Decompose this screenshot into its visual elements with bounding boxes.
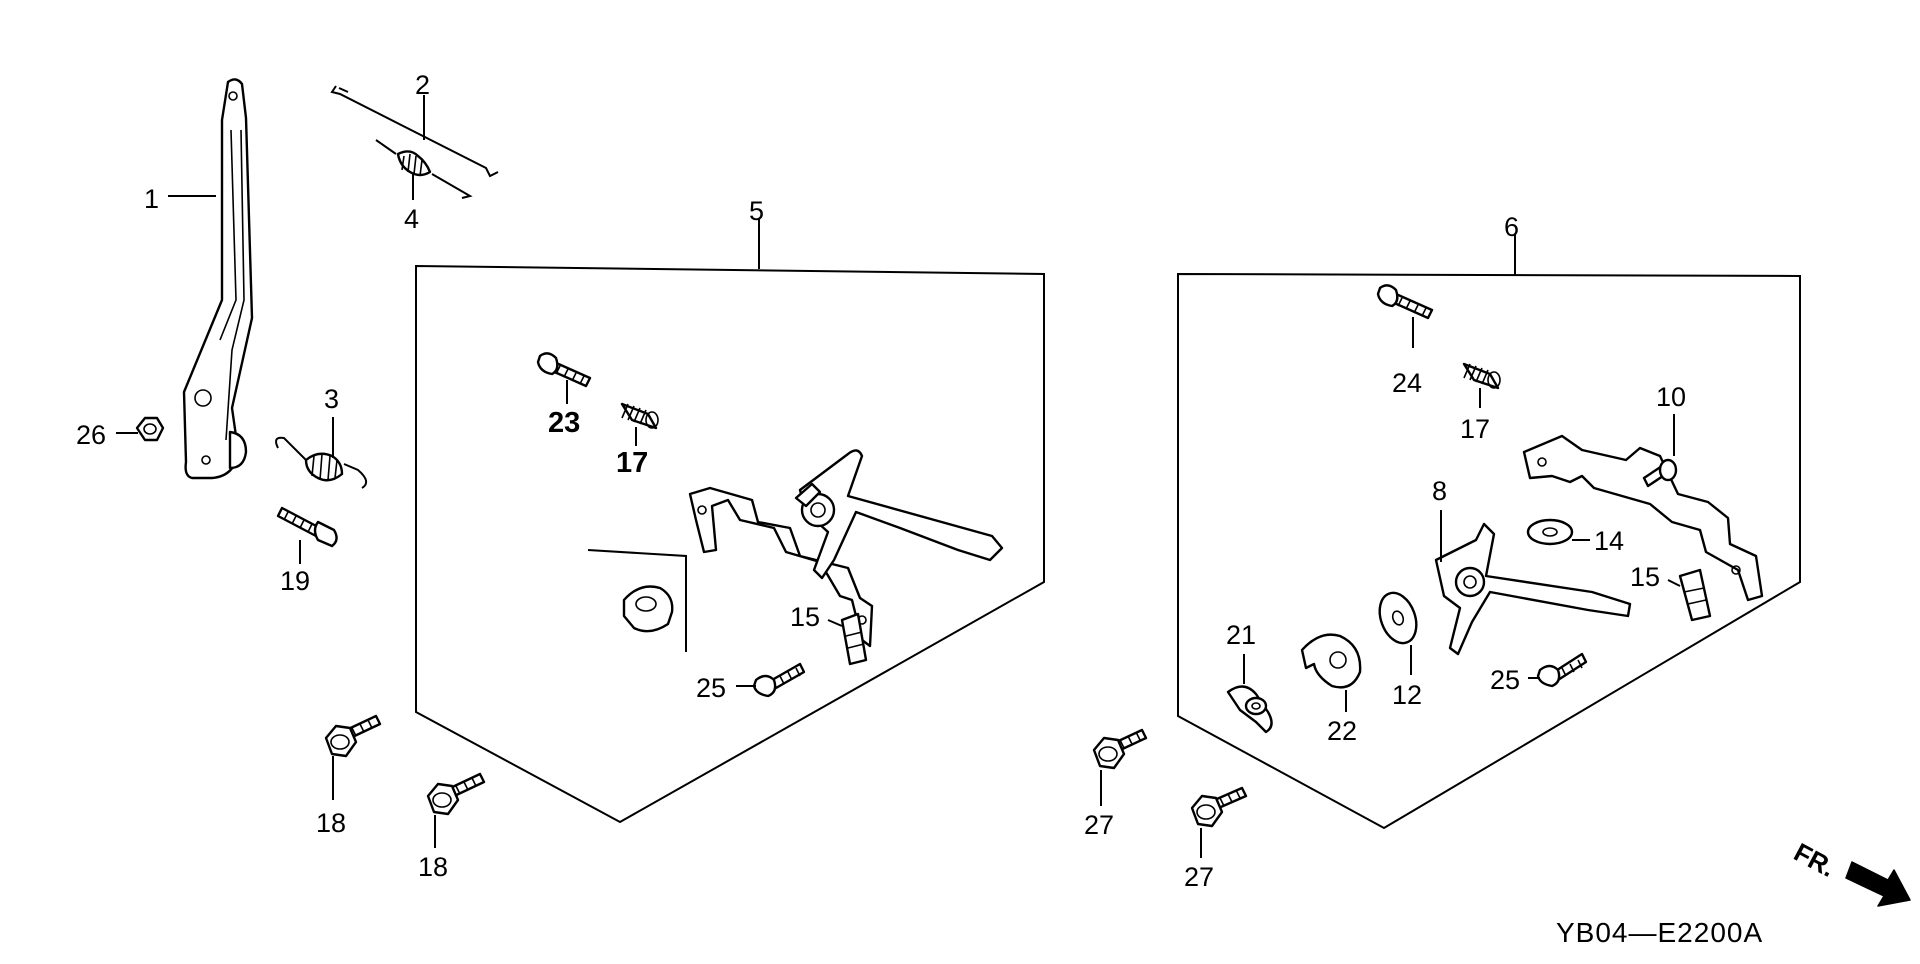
drawing-code: YB04—E2200A <box>1556 917 1763 948</box>
callout-3: 3 <box>324 384 339 414</box>
callout-5: 5 <box>749 196 764 226</box>
part-1-control-lever <box>182 78 254 480</box>
leader-lines <box>116 95 1681 858</box>
callout-1: 1 <box>144 184 159 214</box>
callout-17a: 17 <box>616 447 648 479</box>
callout-25b: 25 <box>1490 665 1520 695</box>
callout-8: 8 <box>1432 476 1447 506</box>
callout-15a: 15 <box>790 602 820 632</box>
part-24-screw <box>1376 284 1434 320</box>
part-2-rod <box>330 85 499 178</box>
front-arrow-icon <box>1845 861 1911 907</box>
callout-14: 14 <box>1594 526 1624 556</box>
part-21-wing-nut <box>1226 685 1273 734</box>
part-8-governor-arm <box>1434 522 1632 656</box>
assembly-5-frame <box>415 218 1045 824</box>
part-27-bolt-upper <box>1092 728 1148 770</box>
callout-17b: 17 <box>1460 414 1490 444</box>
part-17-spring-b <box>1462 362 1501 390</box>
callout-26: 26 <box>76 420 106 450</box>
callout-21: 21 <box>1226 620 1256 650</box>
part-25-bolt-b <box>1536 652 1588 688</box>
part-26-nut <box>135 416 165 442</box>
part-27-bolt-lower <box>1190 786 1248 828</box>
part-10-bracket <box>1522 434 1764 602</box>
part-25-bolt-a <box>752 662 806 698</box>
part-18-bolt-lower <box>426 772 486 816</box>
callout-22: 22 <box>1327 716 1357 746</box>
callout-2: 2 <box>415 70 430 100</box>
part-18-bolt-upper <box>324 714 382 758</box>
part-12-washer <box>1378 591 1418 645</box>
callout-27a: 27 <box>1084 810 1114 840</box>
assembly-6-frame <box>1177 234 1801 830</box>
front-direction-indicator: FR. <box>1789 837 1911 907</box>
callout-23: 23 <box>548 407 580 439</box>
callout-labels: 1 2 3 4 5 6 8 10 12 14 15 15 17 17 18 18… <box>76 70 1686 892</box>
part-19-bolt <box>276 506 338 548</box>
part-3-torsion-spring <box>275 436 368 489</box>
front-label: FR. <box>1789 837 1840 883</box>
callout-4: 4 <box>404 204 419 234</box>
part-17-spring-a <box>620 402 659 430</box>
part-22-cam-plate <box>1300 633 1362 689</box>
callout-10: 10 <box>1656 382 1686 412</box>
callout-15b: 15 <box>1630 562 1660 592</box>
part-4-spring <box>375 139 473 199</box>
part-23-screw <box>536 352 592 388</box>
callout-18a: 18 <box>316 808 346 838</box>
callout-25a: 25 <box>696 673 726 703</box>
callout-19: 19 <box>280 566 310 596</box>
part-15-clip-b <box>1678 568 1712 622</box>
callout-18b: 18 <box>418 852 448 882</box>
part-15-clip-a <box>840 612 868 666</box>
part-collar-5 <box>587 549 687 652</box>
callout-27b: 27 <box>1184 862 1214 892</box>
callout-12: 12 <box>1392 680 1422 710</box>
part-governor-plate-5 <box>688 449 1004 648</box>
part-14-washer <box>1526 518 1574 546</box>
callout-6: 6 <box>1504 212 1519 242</box>
callout-24: 24 <box>1392 368 1422 398</box>
